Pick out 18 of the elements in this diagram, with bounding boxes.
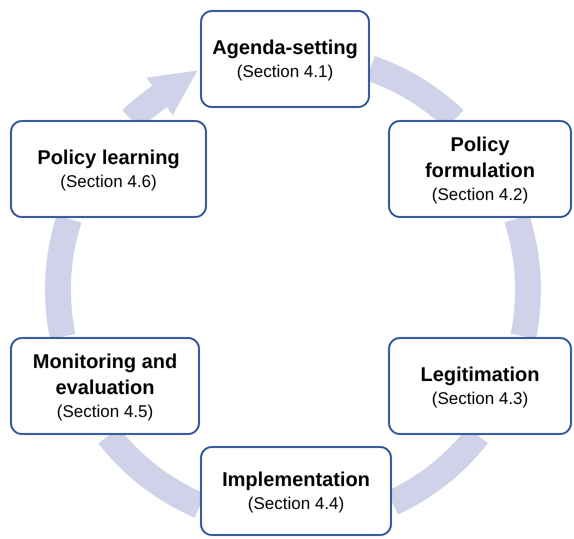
stage-title: Monitoring and evaluation (32, 350, 178, 401)
stage-box (10, 337, 200, 435)
section-reference: (Section 4.4) (248, 493, 344, 515)
stage-title: Implementation (222, 468, 370, 493)
stage-title: Policy learning (37, 146, 180, 171)
section-reference: (Section 4.3) (432, 388, 528, 410)
stage-box (200, 446, 392, 536)
section-reference: (Section 4.5) (56, 401, 154, 423)
stage-box (388, 120, 572, 218)
stage-title: Legitimation (420, 363, 540, 388)
section-reference: (Section 4.2) (432, 184, 528, 206)
section-reference: (Section 4.1) (236, 61, 334, 83)
stage-box (10, 120, 207, 218)
stage-title: Agenda-setting (212, 36, 358, 61)
stage-box (200, 10, 370, 108)
stage-title: Policy formulation (424, 133, 536, 184)
stage-box (388, 337, 572, 435)
section-reference: (Section 4.6) (60, 171, 157, 193)
